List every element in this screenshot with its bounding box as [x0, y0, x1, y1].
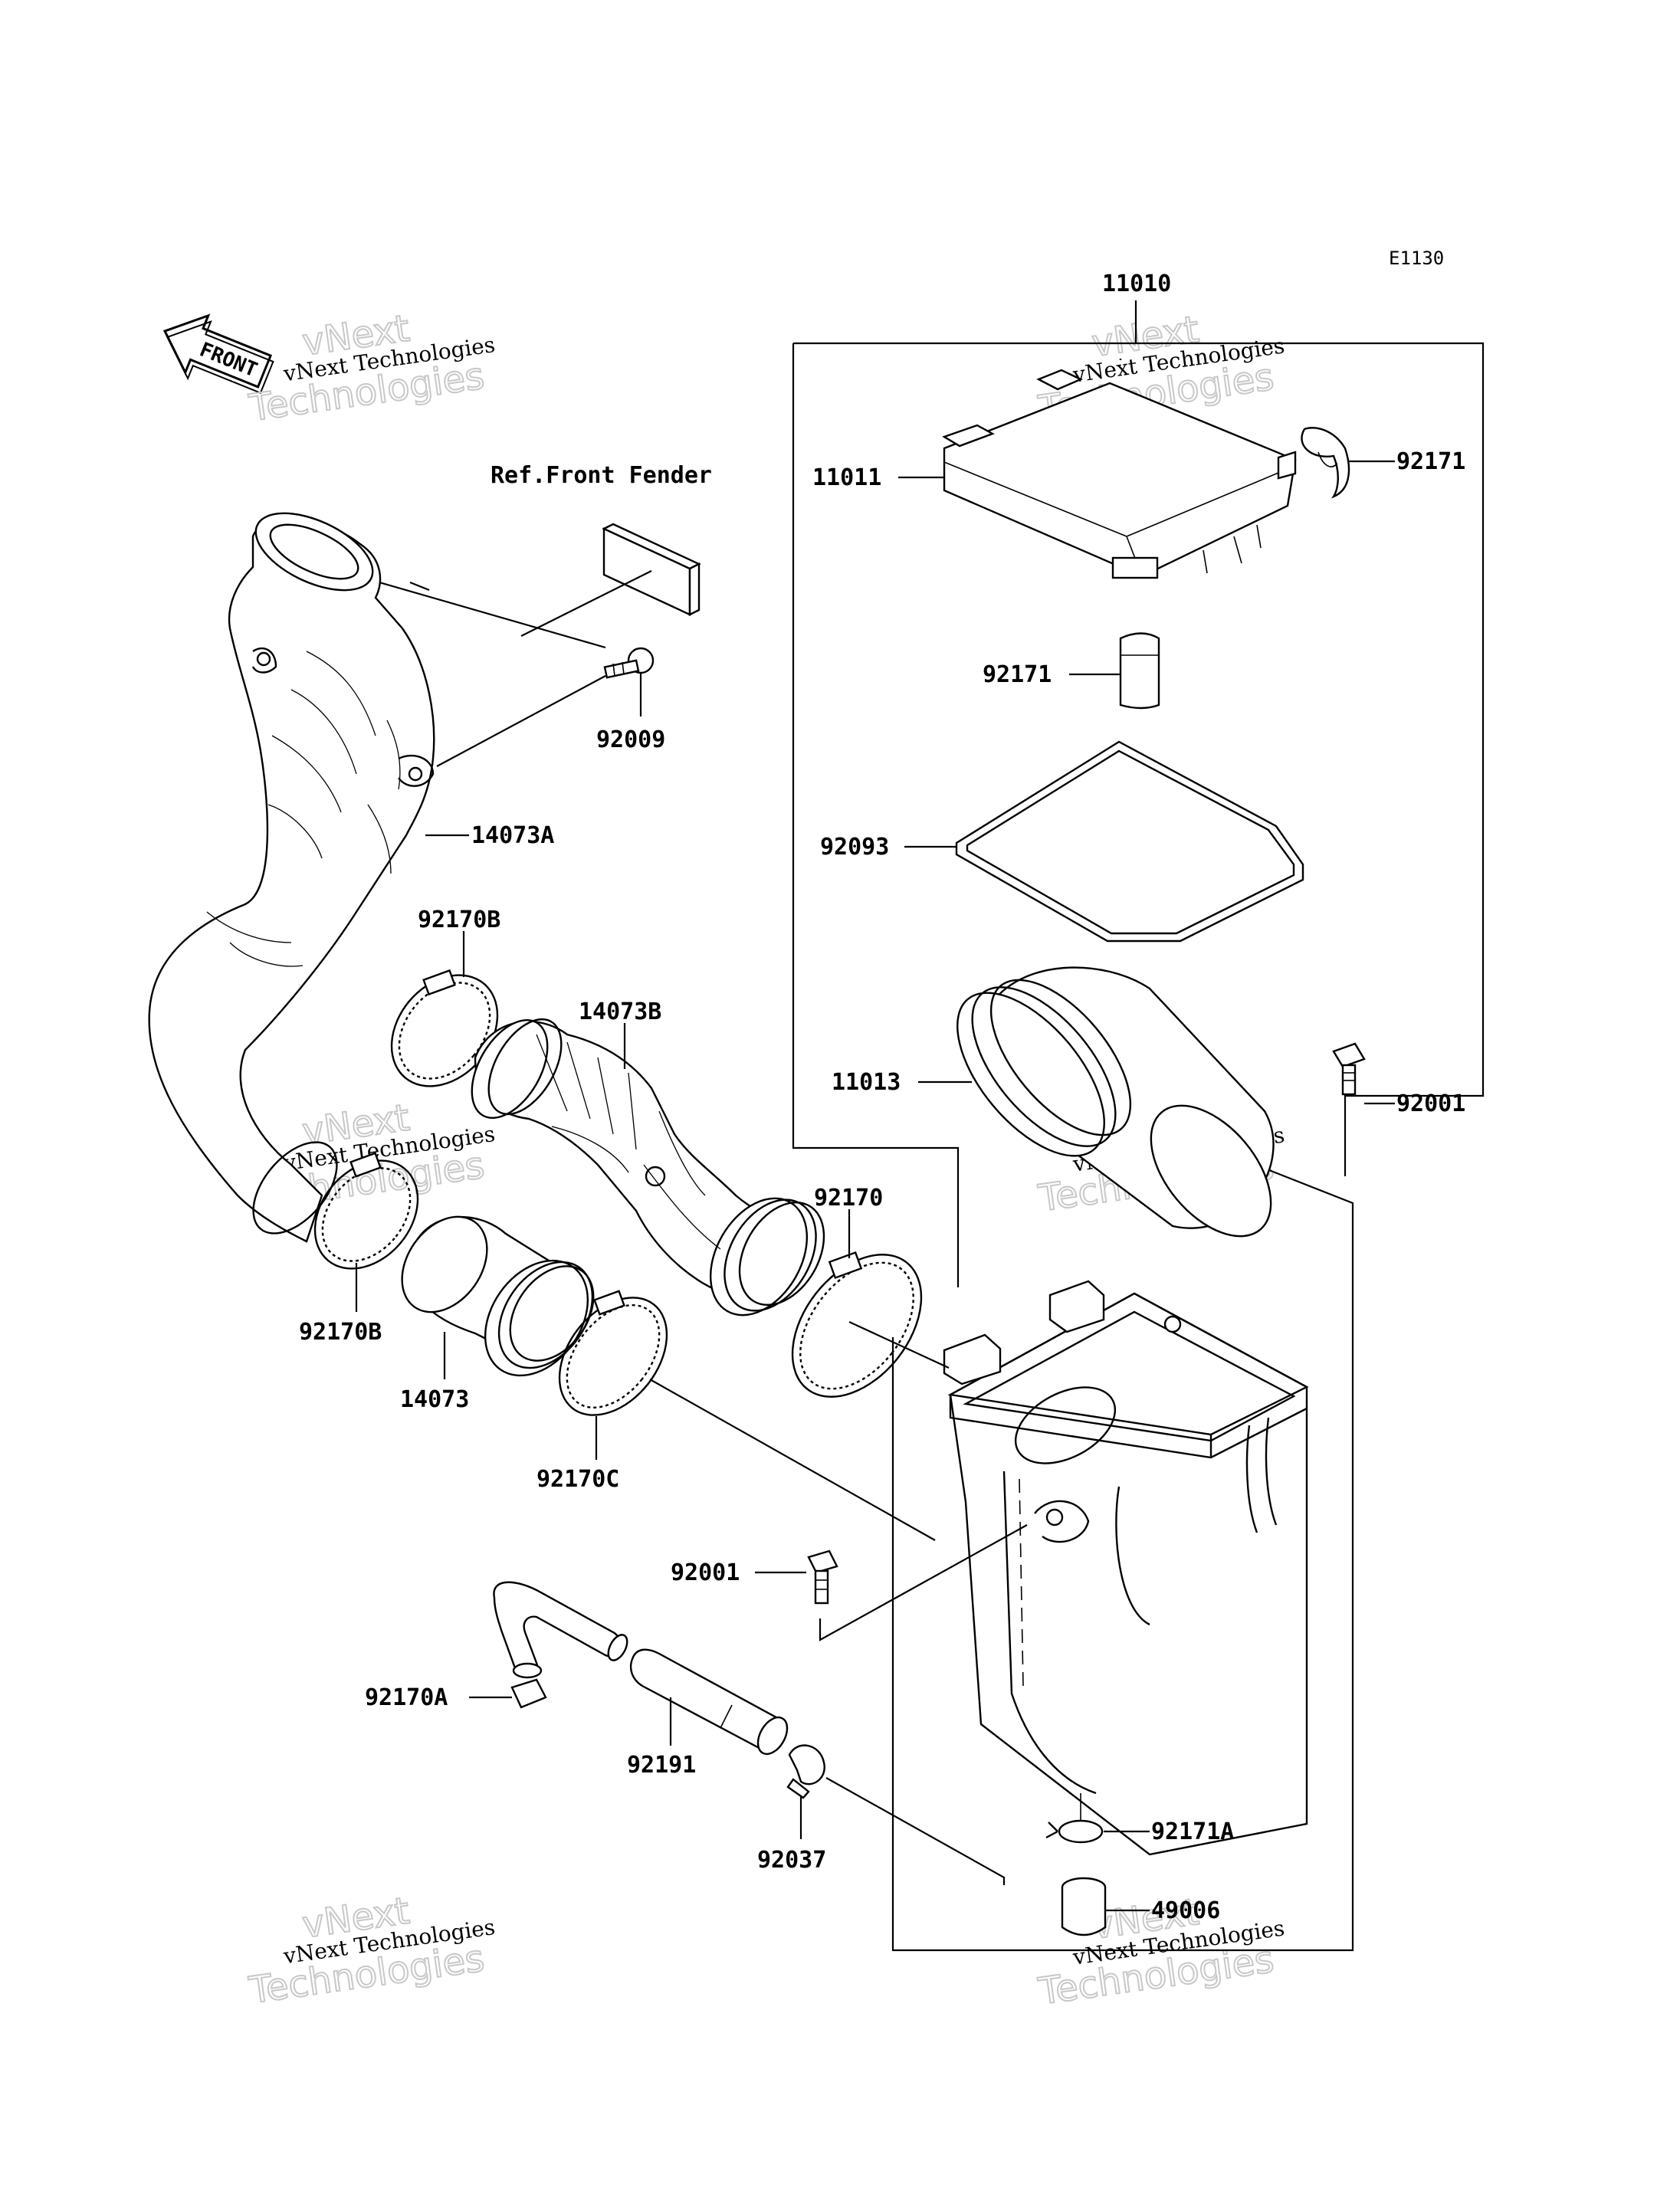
watermark-bottom-left: vNext vNext Technologies Technologies: [245, 1889, 497, 2014]
front-fender-ref-block: [602, 523, 701, 616]
part-label-14073B: 14073B: [579, 998, 661, 1025]
leader-front-fender: [520, 570, 652, 637]
leader-92037-to-case: [825, 1777, 1006, 1885]
part-label-11011: 11011: [812, 464, 881, 491]
gasket-92093: [955, 740, 1304, 943]
bolt-92009: [603, 647, 655, 679]
clip-92171-top: [1301, 427, 1350, 499]
leader-92170C-to-case: [649, 1379, 936, 1541]
part-label-14073: 14073: [400, 1386, 469, 1413]
hose-clamp-92170: [791, 1251, 923, 1398]
assembly-outline-lower: [891, 1152, 1354, 1952]
part-label-11010: 11010: [1102, 271, 1171, 297]
part-label-92191: 92191: [627, 1752, 696, 1779]
bolt-92001-right: [1332, 1042, 1366, 1096]
intake-tube-14073B: [471, 1018, 825, 1317]
air-filter-11013: [956, 966, 1275, 1238]
leader-duct-to-fender: [379, 581, 606, 649]
reference-note: Ref.Front Fender: [491, 462, 712, 489]
part-label-92170B-bottom: 92170B: [299, 1319, 382, 1346]
breather-hose-92170A: [493, 1581, 628, 1709]
watermark-top-left: vNext vNext Technologies Technologies: [245, 307, 497, 431]
part-label-92170A: 92170A: [365, 1684, 448, 1711]
hose-clamp-92170C: [558, 1290, 668, 1416]
part-label-92170: 92170: [814, 1185, 883, 1212]
leader-92009-to-duct: [436, 675, 606, 767]
part-label-92171-mid: 92171: [983, 661, 1052, 688]
part-label-92009: 92009: [596, 726, 665, 753]
drain-cap-49006: [1061, 1877, 1107, 1936]
assembly-outline-upper: [793, 342, 1485, 1176]
part-label-92170B-top: 92170B: [418, 907, 500, 933]
part-label-92001-right: 92001: [1396, 1090, 1465, 1117]
leader-duct-to-fender-2: [409, 581, 430, 592]
leader-92001-mid-to-case: [819, 1524, 1028, 1641]
assembly-outline-left: [792, 343, 960, 1287]
part-label-92093: 92093: [820, 834, 889, 861]
part-label-92001-mid: 92001: [671, 1559, 740, 1586]
foam-92171-mid: [1119, 359, 1160, 710]
part-label-14073A: 14073A: [471, 822, 554, 849]
drain-tube-92191: [629, 1648, 789, 1756]
part-label-92171A: 92171A: [1151, 1818, 1234, 1845]
clamp-92037: [786, 1744, 825, 1799]
part-label-92170C: 92170C: [536, 1466, 619, 1493]
airbox-lid: [942, 369, 1297, 579]
leader-92170-to-case: [848, 1321, 950, 1369]
part-label-92171-top: 92171: [1396, 448, 1465, 475]
part-label-11013: 11013: [832, 1069, 901, 1096]
hose-clamp-92170B-bottom: [313, 1152, 419, 1270]
part-label-92037: 92037: [757, 1847, 826, 1874]
bolt-92001-mid: [807, 1549, 838, 1605]
airbox-case: [943, 1280, 1309, 1856]
clip-92171A: [1045, 1819, 1104, 1844]
intake-tube-14073: [401, 1215, 595, 1377]
diagram-code: E1130: [1389, 248, 1444, 269]
part-label-49006: 49006: [1151, 1897, 1220, 1924]
